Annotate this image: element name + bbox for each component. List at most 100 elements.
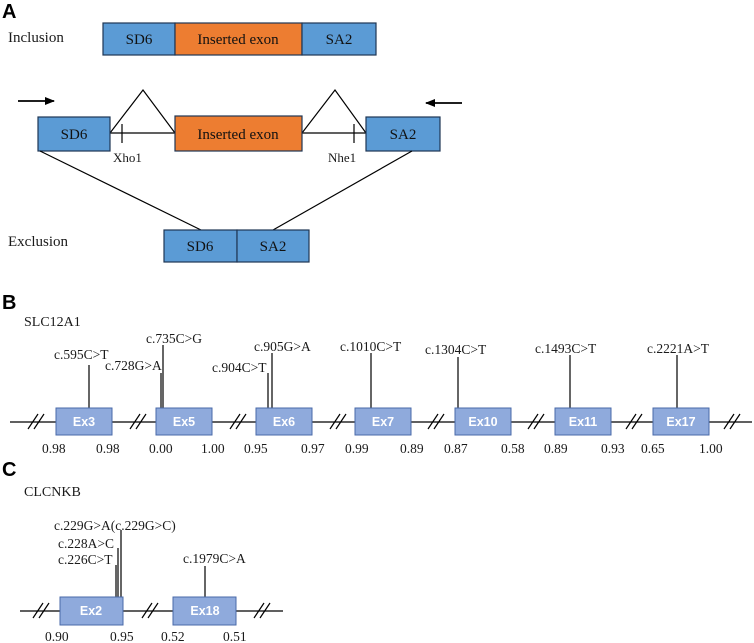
exon-box-ex7 — [354, 407, 412, 436]
variant-label-c595: c.595C>T — [54, 347, 109, 362]
exon-box-ex17 — [652, 407, 710, 436]
gene-label-slc12a1: SLC12A1 — [24, 315, 81, 330]
exon-label-ex17: Ex17 — [666, 415, 695, 429]
intron-break — [527, 413, 545, 430]
variant-label-c735: c.735C>G — [146, 331, 202, 346]
exon-label-ex5: Ex5 — [173, 415, 195, 429]
clcnkb-splice-scores: 0.90 0.95 0.52 0.51 — [45, 629, 247, 643]
variant-label-c2221: c.2221A>T — [647, 341, 710, 356]
score-ex6-left: 0.95 — [244, 441, 268, 456]
score-ex10-right: 0.58 — [501, 441, 525, 456]
construct-sd6-label: SD6 — [61, 127, 88, 143]
exon-box-ex18 — [172, 596, 237, 626]
slc12a1-splice-scores: 0.98 0.98 0.00 1.00 0.95 0.97 0.99 0.89 … — [42, 441, 723, 456]
exon-box-ex3 — [55, 407, 113, 436]
exclusion-sd6-box — [163, 229, 238, 263]
exon-label-ex6: Ex6 — [273, 415, 295, 429]
exclusion-sd6-label: SD6 — [187, 239, 214, 255]
exon-label-ex2: Ex2 — [80, 604, 102, 618]
score-ex11-left: 0.89 — [544, 441, 568, 456]
inclusion-inserted-exon-box — [174, 22, 303, 56]
exclusion-right-splice-line — [272, 150, 413, 231]
exclusion-sa2-label: SA2 — [260, 239, 287, 255]
variant-label-c226: c.226C>T — [58, 552, 113, 567]
variant-label-c904: c.904C>T — [212, 360, 267, 375]
intron-break — [27, 413, 45, 430]
intron-break — [32, 602, 50, 619]
exon-box-ex10 — [454, 407, 512, 436]
inclusion-label: Inclusion — [8, 30, 64, 46]
score-ex18-left: 0.52 — [161, 629, 185, 643]
clcnkb-variant-stems — [115, 530, 206, 597]
exon-box-ex5 — [155, 407, 213, 436]
score-ex10-left: 0.87 — [444, 441, 468, 456]
clcnkb-exons: Ex2 Ex18 — [59, 596, 237, 626]
intron-break — [625, 413, 643, 430]
score-ex11-right: 0.93 — [601, 441, 625, 456]
nhe1-label: Nhe1 — [328, 150, 356, 165]
intron-break — [141, 602, 159, 619]
inclusion-inserted-exon-label: Inserted exon — [197, 32, 279, 48]
panel-b: B SLC12A1 — [2, 292, 752, 456]
variant-label-c905: c.905G>A — [254, 339, 311, 354]
exon-label-ex11: Ex11 — [569, 415, 598, 429]
variant-label-c1493: c.1493C>T — [535, 341, 597, 356]
exon-label-ex7: Ex7 — [372, 415, 394, 429]
right-splice-peak — [301, 88, 367, 134]
panel-c-letter: C — [2, 459, 16, 481]
intron-break — [129, 413, 147, 430]
clcnkb-variant-labels: c.229G>A(c.229G>C) c.228A>C c.226C>T c.1… — [54, 518, 246, 567]
exon-label-ex3: Ex3 — [73, 415, 95, 429]
inclusion-sd6-box — [102, 22, 176, 56]
construct-sa2-box — [365, 116, 441, 152]
intron-break — [427, 413, 445, 430]
inclusion-construct: SD6 Inserted exon SA2 — [102, 22, 377, 56]
construct-inserted-exon-box — [174, 115, 303, 152]
construct-sa2-label: SA2 — [390, 127, 417, 143]
exon-box-ex6 — [255, 407, 313, 436]
score-ex7-right: 0.89 — [400, 441, 424, 456]
variant-label-c228: c.228A>C — [58, 536, 114, 551]
panel-a-letter: A — [2, 1, 16, 23]
variant-label-c1010: c.1010C>T — [340, 339, 402, 354]
slc12a1-intron-breaks — [27, 413, 741, 430]
exclusion-sa2-box — [236, 229, 310, 263]
panel-c: C CLCNKB Ex2 Ex18 c.229G>A(c.229G>C) c.2… — [2, 459, 283, 643]
score-ex5-right: 1.00 — [201, 441, 225, 456]
intron-break — [253, 602, 271, 619]
gene-label-clcnkb: CLCNKB — [24, 485, 81, 500]
exclusion-label: Exclusion — [8, 234, 68, 250]
score-ex6-right: 0.97 — [301, 441, 325, 456]
exon-box-ex11 — [554, 407, 612, 436]
inclusion-sa2-box — [301, 22, 377, 56]
inclusion-sa2-label: SA2 — [326, 32, 353, 48]
exclusion-construct: SD6 SA2 — [163, 229, 310, 263]
construct-sd6-box — [37, 116, 111, 152]
score-ex2-right: 0.95 — [110, 629, 134, 643]
intron-break — [329, 413, 347, 430]
left-splice-peak — [109, 89, 176, 134]
inclusion-sd6-label: SD6 — [126, 32, 153, 48]
score-ex17-left: 0.65 — [641, 441, 665, 456]
variant-label-c728: c.728G>A — [105, 358, 162, 373]
construct-inserted-exon-label: Inserted exon — [197, 127, 279, 143]
exon-box-ex2 — [59, 596, 124, 626]
score-ex3-left: 0.98 — [42, 441, 66, 456]
score-ex5-left: 0.00 — [149, 441, 173, 456]
slc12a1-variant-stems — [88, 345, 678, 408]
exon-label-ex10: Ex10 — [468, 415, 497, 429]
variant-label-c1304: c.1304C>T — [425, 342, 487, 357]
score-ex3-right: 0.98 — [96, 441, 120, 456]
score-ex17-right: 1.00 — [699, 441, 723, 456]
exclusion-left-splice-line — [39, 150, 202, 231]
slc12a1-exons: Ex3 Ex5 Ex6 Ex7 Ex10 Ex11 Ex17 — [55, 407, 710, 436]
score-ex7-left: 0.99 — [345, 441, 369, 456]
panel-a: A Inclusion SD6 Inserted exon SA2 SD6 — [2, 1, 462, 263]
minigene-construct: SD6 Inserted exon SA2 Xho1 Nhe1 — [37, 88, 441, 165]
slc12a1-variant-labels: c.595C>T c.728G>A c.735C>G c.904C>T c.90… — [54, 331, 710, 375]
variant-label-c229: c.229G>A(c.229G>C) — [54, 518, 176, 533]
variant-label-c1979: c.1979C>A — [183, 551, 246, 566]
score-ex18-right: 0.51 — [223, 629, 247, 643]
xho1-label: Xho1 — [113, 150, 142, 165]
